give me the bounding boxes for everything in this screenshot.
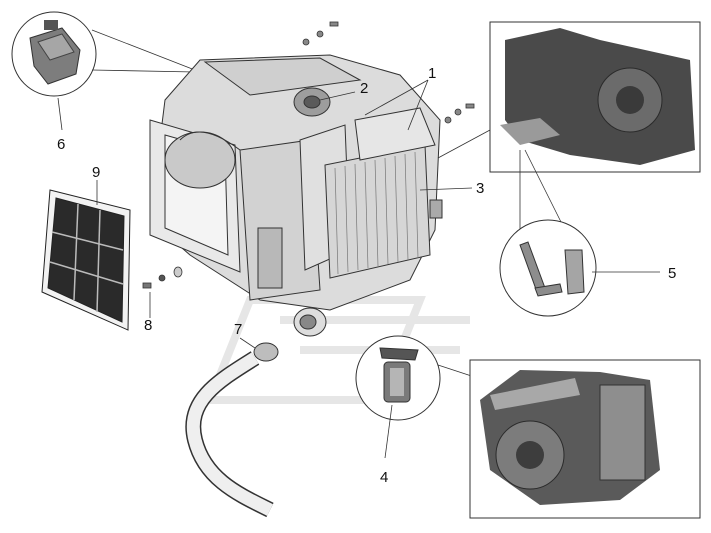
pipe-stub [293,307,327,337]
screw-washer [142,266,183,289]
callout-3: 3 [476,180,484,197]
callout-9: 9 [92,164,100,181]
drain-hose [185,342,279,518]
leader-resistor-a [91,29,201,73]
leader-resistor-b [91,69,196,73]
leader-inset-top [437,129,491,159]
screw-set-top [302,21,475,124]
heater-core [324,107,443,279]
bracket-circle [499,219,597,317]
actuator-circle [355,335,441,421]
callout-6: 6 [57,136,65,153]
callout-2: 2 [360,80,368,97]
cabin-filter [41,189,131,331]
callout-7: 7 [234,321,242,338]
resistor-module-circle [11,11,97,97]
motor-hub [293,87,331,117]
inset-bottom-right [469,359,701,519]
callout-leaders [57,79,660,459]
callout-1: 1 [428,65,436,82]
callout-4: 4 [380,469,388,486]
inset-top-right [489,21,701,173]
callout-8: 8 [144,317,152,334]
callout-5: 5 [668,265,676,282]
